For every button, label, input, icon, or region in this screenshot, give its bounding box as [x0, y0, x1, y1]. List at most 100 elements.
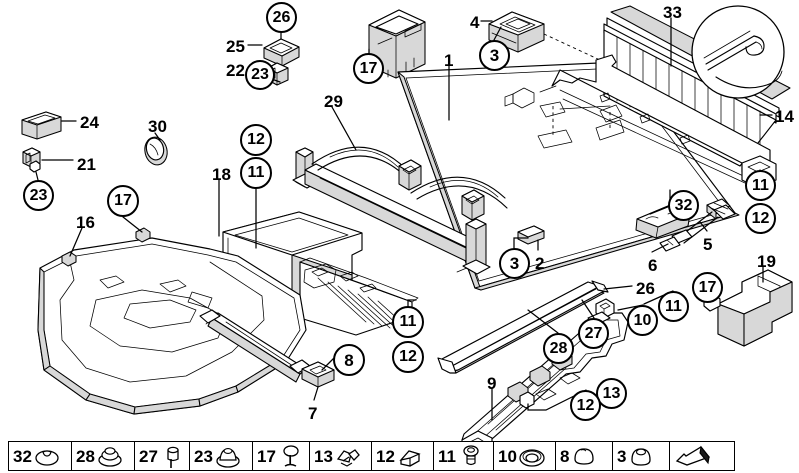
- legend-cell-12[interactable]: 12: [372, 442, 434, 470]
- callout-balloon-label: 3: [509, 254, 520, 273]
- cap-domed-icon: [631, 448, 652, 466]
- part-number-label-19[interactable]: 19: [757, 252, 776, 271]
- part-16-floor-pan: [37, 227, 311, 415]
- push-pin-icon: [283, 445, 299, 467]
- part-25-trim-cap: [263, 38, 300, 67]
- part-4-module: [488, 11, 545, 53]
- callout-balloon-label: 8: [344, 350, 354, 370]
- callout-balloon-17[interactable]: 17: [353, 53, 384, 84]
- legend-cell-27[interactable]: 27: [135, 442, 190, 470]
- legend-part-number: 8: [560, 446, 570, 466]
- callout-balloon-label: 11: [399, 313, 417, 330]
- legend-cell-23[interactable]: 23: [190, 442, 253, 470]
- callout-balloon-label: 17: [114, 192, 132, 209]
- part-21-clip: [22, 147, 41, 168]
- callout-balloon-23[interactable]: 23: [23, 180, 54, 211]
- part-26-side-rail: [437, 280, 609, 374]
- part-number-label-9[interactable]: 9: [487, 374, 497, 393]
- legend-part-number: 11: [438, 446, 456, 466]
- part-number-label-1[interactable]: 1: [444, 51, 454, 70]
- part-number-label-6[interactable]: 6: [648, 256, 658, 275]
- part-19-corner-trim: [703, 269, 793, 347]
- part-number-label-26[interactable]: 26: [636, 279, 655, 298]
- callout-balloon-17[interactable]: 17: [692, 272, 723, 303]
- callout-balloon-3[interactable]: 3: [499, 248, 530, 279]
- legend-cell-17[interactable]: 17: [253, 442, 310, 470]
- callout-balloon-3[interactable]: 3: [479, 40, 510, 71]
- legend-cell-11[interactable]: 11: [434, 442, 494, 470]
- callout-balloon-label: 17: [359, 59, 378, 77]
- detail-callout-circle: [691, 5, 785, 99]
- callout-balloon-12[interactable]: 12: [745, 203, 776, 234]
- clip-bracket-icon: [336, 449, 360, 467]
- part-number-label-25[interactable]: 25: [226, 37, 245, 56]
- callout-balloon-label: 28: [549, 339, 568, 357]
- part-number-label-30[interactable]: 30: [148, 117, 167, 136]
- part-number-label-16[interactable]: 16: [76, 213, 95, 232]
- callout-balloon-12[interactable]: 12: [240, 124, 272, 156]
- callout-balloon-label: 12: [751, 209, 770, 227]
- part-number-label-33[interactable]: 33: [663, 3, 682, 22]
- legend-cell-8[interactable]: 8: [556, 442, 613, 470]
- legend-cell-28[interactable]: 28: [72, 442, 135, 470]
- legend-part-number: 12: [376, 446, 395, 466]
- screw-grommet-icon: [463, 445, 479, 466]
- grommet-domed-icon: [216, 448, 240, 468]
- callout-balloon-11[interactable]: 11: [658, 291, 689, 322]
- part-number-label-7[interactable]: 7: [308, 404, 318, 423]
- callout-balloon-32[interactable]: 32: [668, 190, 699, 221]
- callout-balloon-label: 11: [752, 176, 769, 194]
- part-number-label-14[interactable]: 14: [775, 107, 794, 126]
- callout-balloon-12[interactable]: 12: [570, 390, 601, 421]
- part-number-label-18[interactable]: 18: [212, 165, 231, 184]
- part-number-label-22[interactable]: 22: [226, 61, 245, 80]
- legend-cell-32[interactable]: 32: [9, 442, 72, 470]
- legend-part-number: 23: [194, 446, 213, 466]
- part-30-grommet: [144, 136, 168, 166]
- callout-balloon-11[interactable]: 11: [745, 170, 776, 201]
- part-29-strap-rail: [292, 146, 508, 275]
- callout-balloon-17[interactable]: 17: [107, 185, 139, 217]
- part-number-label-4[interactable]: 4: [470, 13, 480, 32]
- callout-balloon-11[interactable]: 11: [240, 157, 272, 189]
- callout-balloon-label: 3: [489, 46, 500, 65]
- callout-balloon-label: 11: [247, 164, 265, 181]
- part-number-label-2[interactable]: 2: [535, 254, 545, 273]
- legend-part-number: 27: [139, 446, 158, 466]
- legend-cell-13[interactable]: 13: [310, 442, 372, 470]
- legend-part-number: 28: [76, 446, 95, 466]
- rivet-pin-icon: [167, 446, 179, 468]
- part-number-label-24[interactable]: 24: [80, 113, 99, 132]
- callout-balloon-label: 17: [698, 278, 717, 296]
- legend-part-number: 3: [617, 446, 627, 466]
- callout-balloon-label: 10: [633, 311, 652, 329]
- part-5-gas-strut: [659, 198, 736, 252]
- callout-balloon-label: 11: [665, 297, 682, 315]
- callout-balloon-label: 23: [29, 186, 48, 204]
- part-number-label-5[interactable]: 5: [703, 235, 713, 254]
- part-18-storage-bin: [222, 211, 419, 336]
- legend-cell-3[interactable]: 3: [613, 442, 670, 470]
- callout-balloon-11[interactable]: 11: [392, 306, 424, 338]
- part-7-flat-clip: [301, 361, 335, 388]
- callout-balloon-26[interactable]: 26: [266, 2, 297, 33]
- part-number-label-21[interactable]: 21: [77, 155, 96, 174]
- wedge-arrow-icon: [675, 445, 711, 466]
- callout-balloon-label: 12: [399, 348, 417, 365]
- callout-balloon-10[interactable]: 10: [627, 305, 658, 336]
- callout-balloon-28[interactable]: 28: [543, 333, 574, 364]
- legend-cell-10[interactable]: 10: [494, 442, 556, 470]
- callout-balloon-12[interactable]: 12: [392, 341, 424, 373]
- callout-balloon-13[interactable]: 13: [596, 378, 627, 409]
- callout-balloon-8[interactable]: 8: [333, 344, 365, 376]
- callout-balloon-27[interactable]: 27: [578, 318, 609, 349]
- callout-balloon-23[interactable]: 23: [245, 60, 275, 90]
- legend-cell-more[interactable]: [670, 442, 734, 470]
- part-number-label-29[interactable]: 29: [324, 92, 343, 111]
- callout-balloon-label: 12: [247, 131, 265, 148]
- callout-balloon-label: 27: [584, 324, 603, 342]
- legend-part-number: 10: [498, 446, 517, 466]
